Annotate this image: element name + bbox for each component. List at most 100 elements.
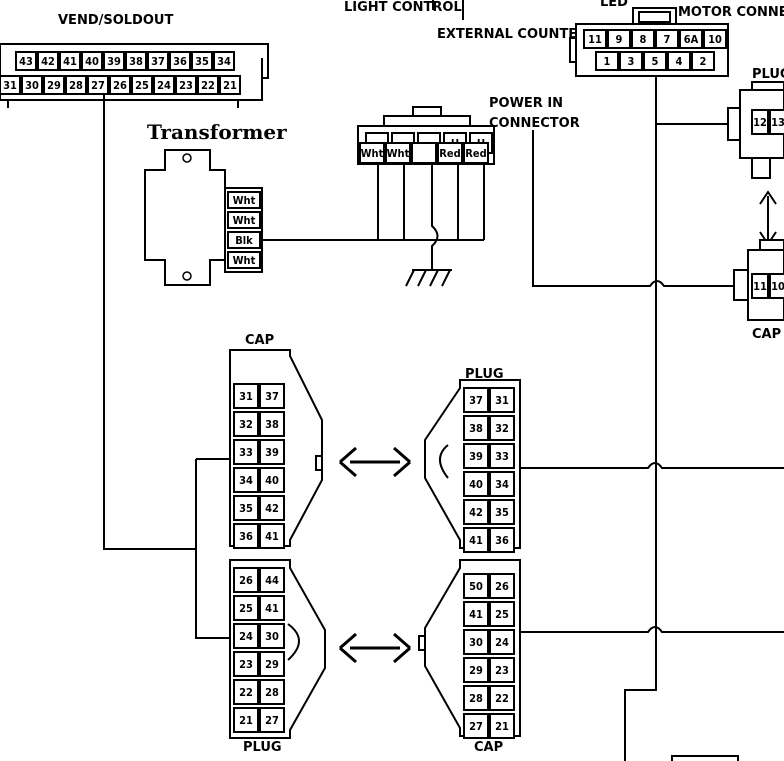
vend-pin: 21 — [223, 79, 237, 92]
cap-right-pin-cell — [751, 273, 769, 299]
cap-bottom-right-pin-cell — [463, 629, 489, 655]
label-plug-mid-right: PLUG — [465, 367, 504, 382]
cap-bottom-right-pin-cell — [463, 657, 489, 683]
motor-pin: 7 — [664, 33, 671, 46]
cap-mid-left-pin-cell — [259, 495, 285, 521]
vend-pin-cell — [191, 51, 213, 71]
cap-bottom-right-pin: 41 — [469, 608, 483, 621]
cap-mid-left-pin: 36 — [239, 530, 253, 543]
vend-pin: 26 — [113, 79, 127, 92]
plug-bottom-left-pin-cell — [259, 595, 285, 621]
plug-right-pin: 12 — [753, 116, 767, 129]
vend-pin-cell — [65, 75, 87, 95]
wire-left-harness — [195, 458, 230, 639]
plug-mid-right-pin-cell — [463, 387, 489, 413]
plug-mid-right-pin: 36 — [495, 534, 509, 547]
plug-right-pin-cell — [751, 109, 769, 135]
vend-pin-cell — [15, 51, 37, 71]
motor-pin: 11 — [588, 33, 602, 46]
motor-pin-cell — [583, 29, 607, 49]
vend-pin: 28 — [69, 79, 83, 92]
cap-right-pin: 10 — [771, 280, 784, 293]
plug-bottom-left-pin: 24 — [239, 630, 253, 643]
vend-pin: 37 — [151, 55, 165, 68]
plug-mid-right-pin: 37 — [469, 394, 483, 407]
plug-bottom-left-pin: 26 — [239, 574, 253, 587]
vend-pin: 22 — [201, 79, 215, 92]
vend-pin: 40 — [85, 55, 99, 68]
vend-pin-cell — [153, 75, 175, 95]
cap-mid-left-pin-cell — [259, 467, 285, 493]
plug-mid-right-pin: 42 — [469, 506, 483, 519]
plug-bottom-left-pin: 41 — [265, 602, 279, 615]
cap-mid-left-pin-cell — [233, 411, 259, 437]
power-pin: Red — [465, 147, 486, 160]
cap-mid-left-pin-cell — [259, 439, 285, 465]
label-light-control: LIGHT CONTROL — [344, 0, 462, 15]
plug-bottom-left-pin-cell — [259, 651, 285, 677]
cap-mid-left-pin-cell — [259, 523, 285, 549]
plug-mid-right-pin-cell — [463, 527, 489, 553]
label-plug-bottom-left: PLUG — [243, 740, 282, 755]
motor-pin: 2 — [700, 55, 707, 68]
power-pin: Wht — [387, 147, 410, 160]
leader-lines-top — [432, 0, 464, 20]
cap-bottom-right-pin: 28 — [469, 692, 483, 705]
vend-pin-cell — [219, 75, 241, 95]
cap-mid-left-pin-cell — [233, 439, 259, 465]
cap-mid-left-pin: 34 — [239, 474, 253, 487]
plug-bottom-left-pin: 22 — [239, 686, 253, 699]
vend-pin: 43 — [19, 55, 33, 68]
vend-pin-cell — [59, 51, 81, 71]
cap-mid-left-pin: 35 — [239, 502, 253, 515]
plug-mid-right-pin-cell — [489, 443, 515, 469]
cap-bottom-right-pin: 50 — [469, 580, 483, 593]
plug-mid-right-pin-cell — [489, 527, 515, 553]
label-led: LED — [600, 0, 628, 10]
partial-device-bottom — [671, 755, 739, 761]
vend-pin-cell — [103, 51, 125, 71]
vend-pin-cell — [21, 75, 43, 95]
cap-right-pin: 11 — [753, 280, 767, 293]
motor-pin: 5 — [652, 55, 659, 68]
label-motor-connector: MOTOR CONNECTOR — [678, 5, 784, 20]
vend-pin-cell — [147, 51, 169, 71]
vend-pin: 36 — [173, 55, 187, 68]
plug-bottom-left-pin: 27 — [265, 714, 279, 727]
plug-bottom-left-pin-cell — [233, 567, 259, 593]
vend-pin: 42 — [41, 55, 55, 68]
cap-bottom-right-pin-cell — [463, 685, 489, 711]
motor-pin-cell — [643, 51, 667, 71]
vend-pin-cell — [0, 75, 21, 95]
vend-pin: 38 — [129, 55, 143, 68]
plug-bottom-left-pin-cell — [233, 651, 259, 677]
double-arrow-mid — [339, 446, 411, 478]
motor-pin-cell — [607, 29, 631, 49]
motor-pin: 8 — [640, 33, 647, 46]
transformer-tap-cell — [227, 251, 261, 269]
vend-pin: 34 — [217, 55, 231, 68]
cap-mid-left-pin: 41 — [265, 530, 279, 543]
plug-bottom-left-pin: 25 — [239, 602, 253, 615]
cap-mid-left-pin: 38 — [265, 418, 279, 431]
cap-bottom-right-pin-cell — [489, 713, 515, 739]
plug-bottom-left-pin: 44 — [265, 574, 279, 587]
cap-bottom-right-pin-cell — [463, 573, 489, 599]
vend-pin: 24 — [157, 79, 171, 92]
power-pin-cell — [411, 142, 437, 164]
plug-bottom-left-pin-cell — [259, 707, 285, 733]
plug-bottom-left-pin: 29 — [265, 658, 279, 671]
label-cap-right: CAP — [752, 327, 781, 342]
transformer-tap-cell — [227, 211, 261, 229]
plug-right-pin-cell — [769, 109, 784, 135]
plug-mid-right-pin: 35 — [495, 506, 509, 519]
motor-pin-cell — [691, 51, 715, 71]
plug-mid-right-pin-cell — [463, 443, 489, 469]
ground-symbol — [405, 164, 452, 287]
plug-mid-right-pin: 38 — [469, 422, 483, 435]
plug-mid-right-pin-cell — [463, 471, 489, 497]
vend-pin-cell — [109, 75, 131, 95]
cap-bottom-right-pin: 23 — [495, 664, 509, 677]
cap-bottom-right-pin-cell — [463, 713, 489, 739]
plug-mid-right-pin-cell — [463, 415, 489, 441]
